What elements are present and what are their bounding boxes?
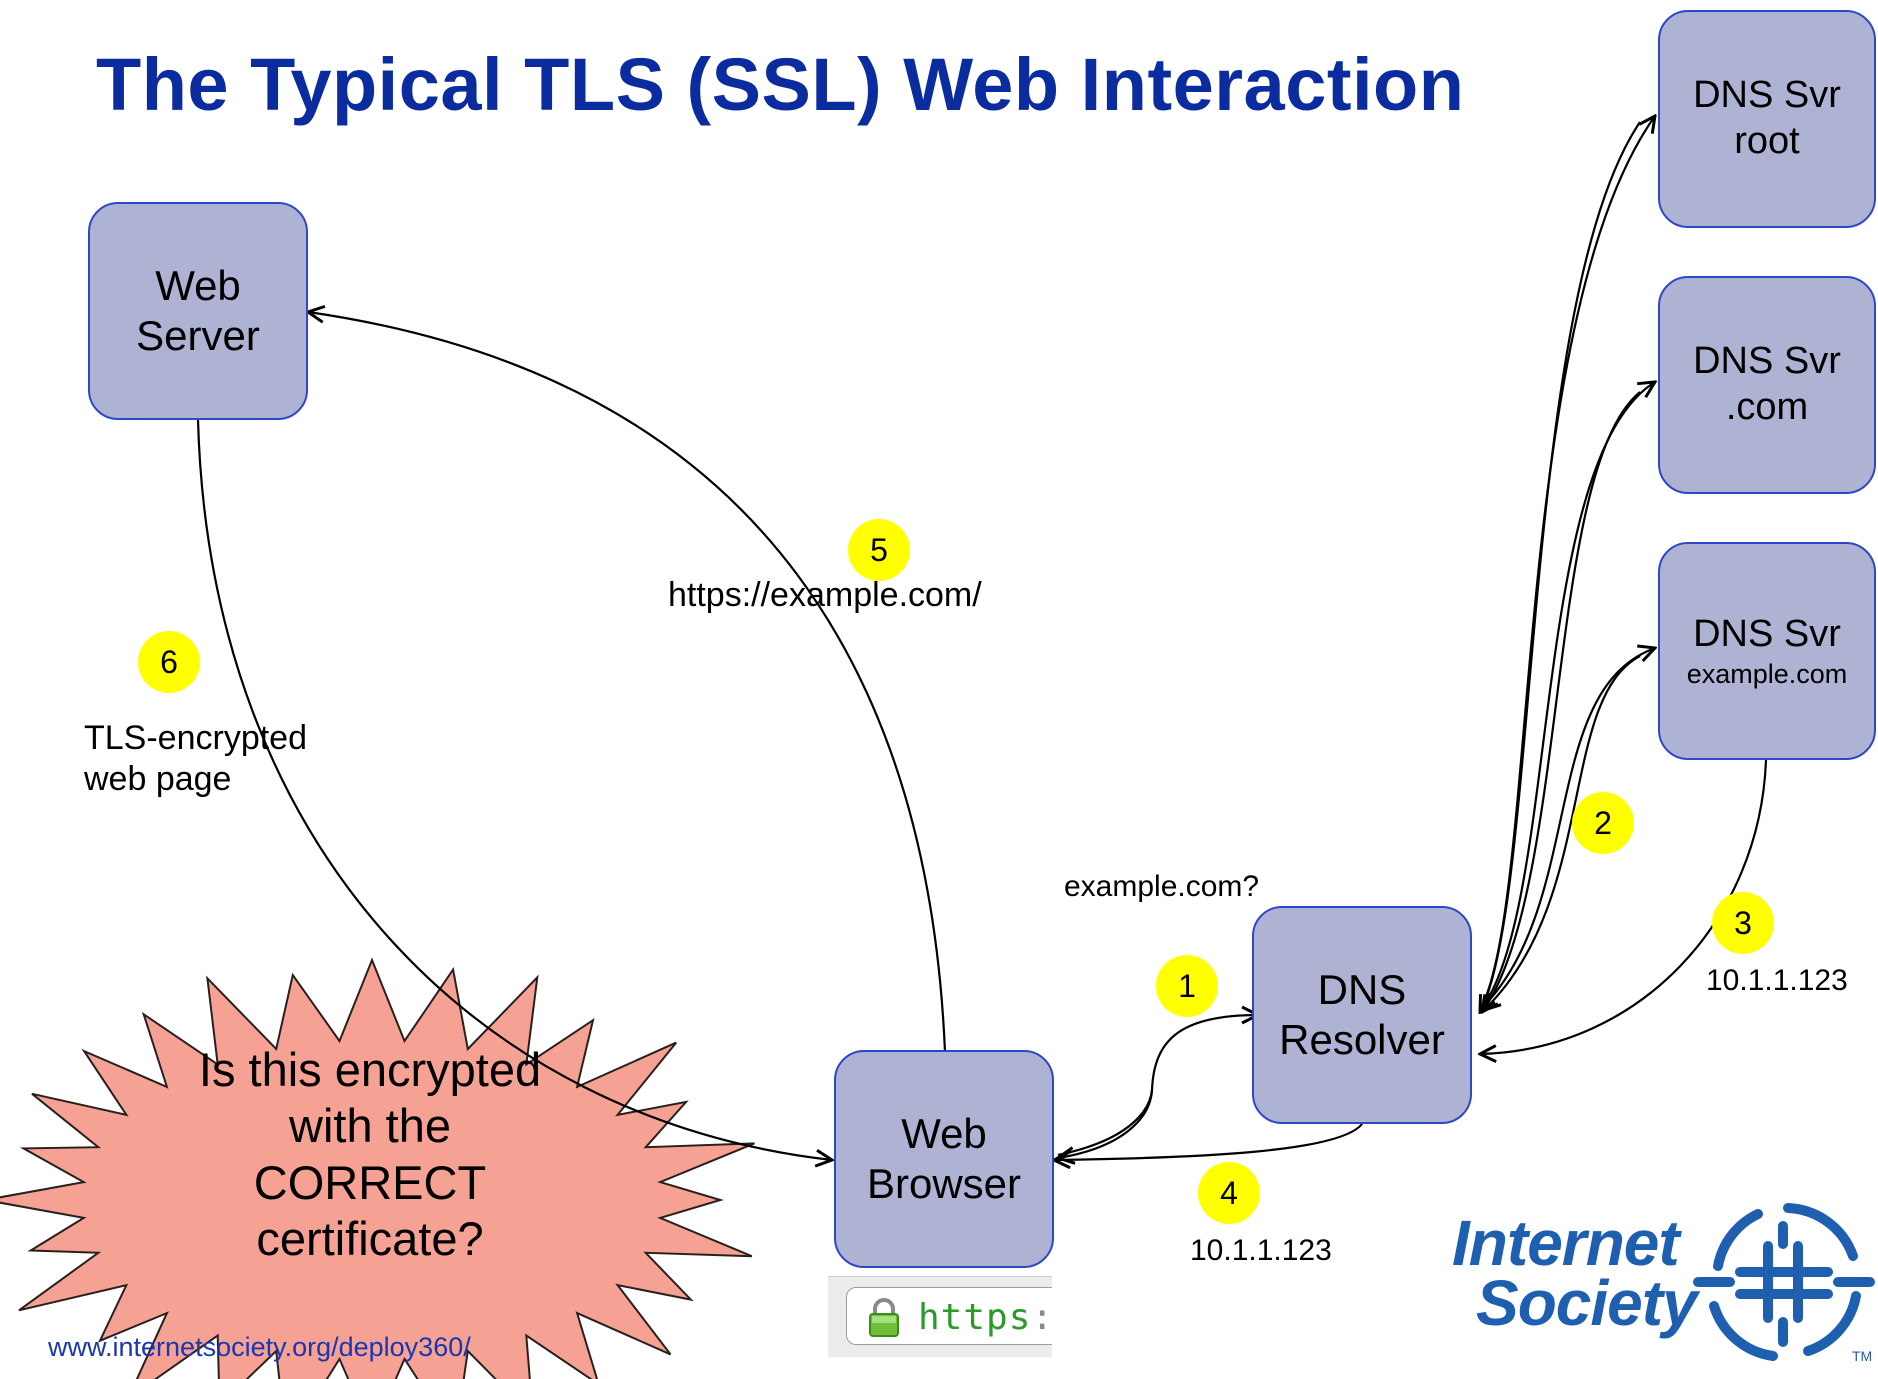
dns-example-line1: DNS Svr — [1693, 613, 1841, 655]
step-badge-3: 3 — [1712, 892, 1774, 954]
dns-root-line1: DNS Svr — [1693, 74, 1841, 117]
arrow-answer-to-browser — [1054, 1123, 1363, 1160]
arrow-request-to-web-server — [308, 312, 947, 1053]
dns-resolver-node: DNS Resolver — [1252, 906, 1472, 1124]
arrow-resolver-to-example — [1483, 648, 1655, 1007]
address-separator: :// — [1031, 1297, 1052, 1338]
answer-label-3: 10.1.1.123 — [1706, 964, 1848, 997]
footer-url: www.internetsociety.org/deploy360/ — [48, 1332, 471, 1362]
dns-example-node: DNS Svr example.com — [1658, 542, 1876, 760]
dns-root-line2: root — [1734, 120, 1800, 162]
dns-root-node: DNS Svr root — [1658, 10, 1876, 228]
step-badge-6: 6 — [138, 631, 200, 693]
step-badge-1: 1 — [1156, 955, 1218, 1017]
request-label-5: https://example.com/ — [668, 576, 982, 614]
step-badge-4: 4 — [1198, 1162, 1260, 1224]
slide-title: The Typical TLS (SSL) Web Interaction — [96, 43, 1465, 126]
arrow-answer-to-resolver — [1480, 759, 1768, 1054]
logo-trademark: TM — [1852, 1348, 1873, 1364]
response-label-6: TLS-encrypted web page — [84, 719, 307, 798]
web-browser-label: Web Browser — [866, 1109, 1022, 1207]
arrow-root-to-resolver — [1480, 121, 1641, 1012]
callout-text: Is this encrypted with the CORRECT certi… — [198, 1043, 542, 1266]
step-badge-2: 2 — [1572, 792, 1634, 854]
query-label: example.com? — [1064, 870, 1260, 903]
arrow-query-origin-to-browser — [1058, 1089, 1154, 1158]
dns-com-line1: DNS Svr — [1693, 340, 1841, 383]
web-browser-node: Web Browser — [834, 1050, 1054, 1268]
address-text: https:// — [918, 1297, 1052, 1338]
arrow-resolver-to-com — [1481, 382, 1655, 1009]
arrow-encrypted-page-to-browser — [196, 419, 832, 1160]
answer-label-4: 10.1.1.123 — [1190, 1234, 1332, 1267]
internet-society-globe-icon — [1693, 1203, 1875, 1361]
arrow-com-to-resolver — [1482, 391, 1641, 1012]
arrow-example-to-resolver — [1484, 655, 1641, 1010]
logo-word-internet: Internet — [1452, 1207, 1680, 1279]
logo-word-society: Society — [1476, 1267, 1698, 1339]
dns-com-line2: .com — [1725, 386, 1809, 428]
warning-starburst — [0, 957, 755, 1379]
dns-resolver-label: DNS Resolver — [1279, 965, 1445, 1063]
lock-icon — [869, 1298, 899, 1337]
arrow-resolver-to-root — [1479, 116, 1655, 1011]
internet-society-logo: Internet Society TM — [1448, 1186, 1878, 1379]
dns-com-node: DNS Svr .com — [1658, 276, 1876, 494]
address-scheme: https — [918, 1297, 1032, 1338]
web-server-label: Web Server — [136, 261, 260, 359]
web-server-node: Web Server — [88, 202, 308, 420]
dns-example-line2: example.com — [1686, 658, 1848, 689]
address-bar-snippet: https:// — [828, 1276, 1052, 1357]
step-badge-5: 5 — [848, 519, 910, 581]
arrow-query-to-resolver — [1057, 1015, 1258, 1157]
